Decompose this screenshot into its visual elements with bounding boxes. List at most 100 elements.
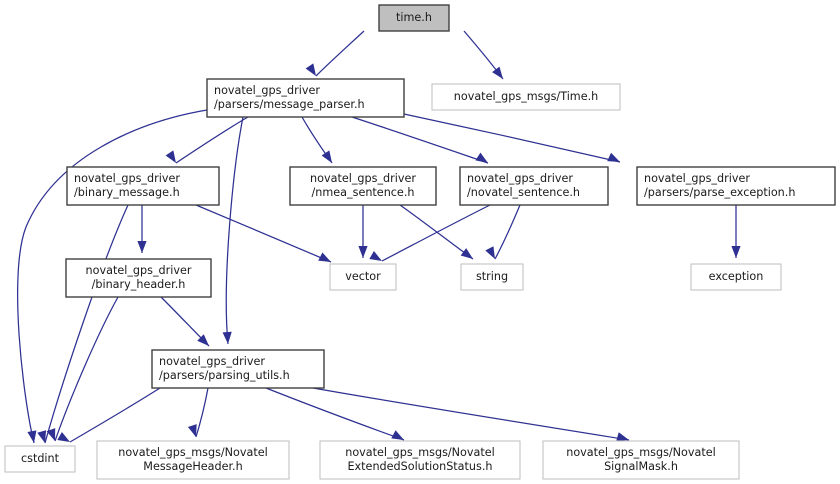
- arrowhead-icon: [46, 428, 56, 441]
- node-label-line: /nmea_sentence.h: [312, 186, 415, 199]
- node-vector[interactable]: vector: [329, 263, 397, 291]
- node-label-line: MessageHeader.h: [143, 460, 242, 473]
- node-label-line: string: [476, 270, 508, 283]
- node-box[interactable]: [319, 440, 521, 480]
- edge-line: [315, 30, 365, 77]
- arrowhead-icon: [27, 430, 37, 443]
- node-label-line: time.h: [396, 11, 432, 24]
- node-box[interactable]: [460, 263, 524, 291]
- arrowhead-icon: [358, 246, 368, 258]
- arrowhead-icon: [137, 241, 147, 253]
- node-box[interactable]: [206, 78, 405, 118]
- node-label-line: SignalMask.h: [604, 460, 678, 473]
- node-time[interactable]: time.h: [378, 4, 450, 32]
- node-parseexc[interactable]: novatel_gps_driver/parsers/parse_excepti…: [636, 166, 836, 206]
- node-cstdint[interactable]: cstdint: [4, 445, 76, 473]
- node-label-line: cstdint: [21, 452, 60, 465]
- edges-layer: [17, 30, 741, 444]
- node-label-line: /parsers/parsing_utils.h: [159, 369, 290, 382]
- node-label-line: novatel_gps_driver: [214, 84, 320, 97]
- edge-line: [69, 387, 161, 443]
- node-box[interactable]: [431, 83, 621, 111]
- edge-line: [17, 109, 208, 444]
- node-label-line: novatel_gps_driver: [74, 172, 180, 185]
- edge-line: [351, 116, 489, 164]
- node-box[interactable]: [459, 166, 609, 206]
- arrowhead-icon: [475, 152, 488, 163]
- arrowhead-icon: [222, 331, 232, 344]
- edge-binmsg-to-binhdr: [137, 205, 147, 253]
- edge-nmea-to-vector: [358, 205, 368, 258]
- arrowhead-icon: [305, 63, 316, 76]
- node-box[interactable]: [542, 440, 740, 480]
- node-exception[interactable]: exception: [690, 263, 782, 291]
- node-label-line: /parsers/message_parser.h: [214, 98, 365, 111]
- edge-line: [403, 113, 621, 163]
- node-label-line: novatel_gps_msgs/Time.h: [454, 90, 598, 103]
- node-box[interactable]: [690, 263, 782, 291]
- edge-msgparser-to-novsent: [351, 116, 489, 164]
- node-box[interactable]: [329, 263, 397, 291]
- node-label-line: novatel_gps_driver: [159, 355, 265, 368]
- edge-line: [494, 204, 521, 260]
- edge-msgparser-to-binmsg: [165, 116, 249, 164]
- arrowhead-icon: [731, 246, 741, 258]
- node-box[interactable]: [65, 258, 212, 298]
- node-label-line: novatel_gps_driver: [644, 172, 750, 185]
- edge-nmea-to-string: [399, 204, 474, 260]
- node-novsent[interactable]: novatel_gps_driver/novatel_sentence.h: [459, 166, 609, 206]
- edge-binhdr-to-cstdint: [46, 296, 119, 442]
- edge-novsent-to-vector: [369, 204, 491, 262]
- arrowhead-icon: [187, 424, 197, 437]
- node-label-line: novatel_gps_driver: [310, 172, 416, 185]
- edge-line: [175, 116, 249, 164]
- node-box[interactable]: [96, 440, 290, 480]
- node-label-line: vector: [345, 270, 381, 283]
- edge-parseexc-to-exception: [731, 205, 741, 258]
- arrowhead-icon: [318, 252, 331, 262]
- node-extstatus[interactable]: novatel_gps_msgs/NovatelExtendedSolution…: [319, 440, 521, 480]
- edge-novsent-to-string: [485, 204, 521, 260]
- node-label-line: novatel_gps_driver: [86, 264, 192, 277]
- node-label-line: novatel_gps_driver: [467, 172, 573, 185]
- arrowhead-icon: [197, 334, 209, 346]
- edge-binmsg-to-cstdint: [37, 204, 129, 444]
- node-box[interactable]: [636, 166, 836, 206]
- node-box[interactable]: [151, 349, 325, 389]
- node-binhdr[interactable]: novatel_gps_driver/binary_header.h: [65, 258, 212, 298]
- node-timemsg[interactable]: novatel_gps_msgs/Time.h: [431, 83, 621, 111]
- node-parseutils[interactable]: novatel_gps_driver/parsers/parsing_utils…: [151, 349, 325, 389]
- node-label-line: ExtendedSolutionStatus.h: [347, 460, 492, 473]
- arrowhead-icon: [492, 66, 503, 79]
- node-label-line: /binary_message.h: [74, 186, 180, 199]
- node-binmsg[interactable]: novatel_gps_driver/binary_message.h: [66, 166, 220, 206]
- node-box[interactable]: [4, 445, 76, 473]
- edge-line: [225, 116, 244, 345]
- node-box[interactable]: [378, 4, 450, 32]
- edge-line: [381, 204, 491, 262]
- node-label-line: novatel_gps_msgs/Novatel: [566, 446, 716, 459]
- node-label-line: novatel_gps_msgs/Novatel: [118, 446, 268, 459]
- node-box[interactable]: [66, 166, 220, 206]
- node-msgparser[interactable]: novatel_gps_driver/parsers/message_parse…: [206, 78, 405, 118]
- node-nmea[interactable]: novatel_gps_driver/nmea_sentence.h: [289, 166, 437, 206]
- node-label-line: novatel_gps_msgs/Novatel: [345, 446, 495, 459]
- node-label-line: /novatel_sentence.h: [467, 186, 580, 199]
- edge-line: [54, 296, 119, 442]
- edge-parseutils-to-msghdr: [187, 387, 209, 438]
- arrowhead-icon: [57, 432, 70, 442]
- edge-parseutils-to-cstdint: [57, 387, 161, 443]
- arrowhead-icon: [460, 248, 473, 259]
- edge-msgparser-to-nmea: [301, 116, 333, 164]
- node-string[interactable]: string: [460, 263, 524, 291]
- node-box[interactable]: [289, 166, 437, 206]
- node-label-line: /parsers/parse_exception.h: [644, 186, 795, 199]
- edge-msgparser-to-parseutils: [222, 116, 244, 345]
- edge-line: [312, 387, 630, 441]
- edge-binmsg-to-vector: [195, 204, 332, 263]
- edge-binhdr-to-parseutils: [160, 296, 210, 347]
- node-label-line: /binary_header.h: [92, 278, 186, 291]
